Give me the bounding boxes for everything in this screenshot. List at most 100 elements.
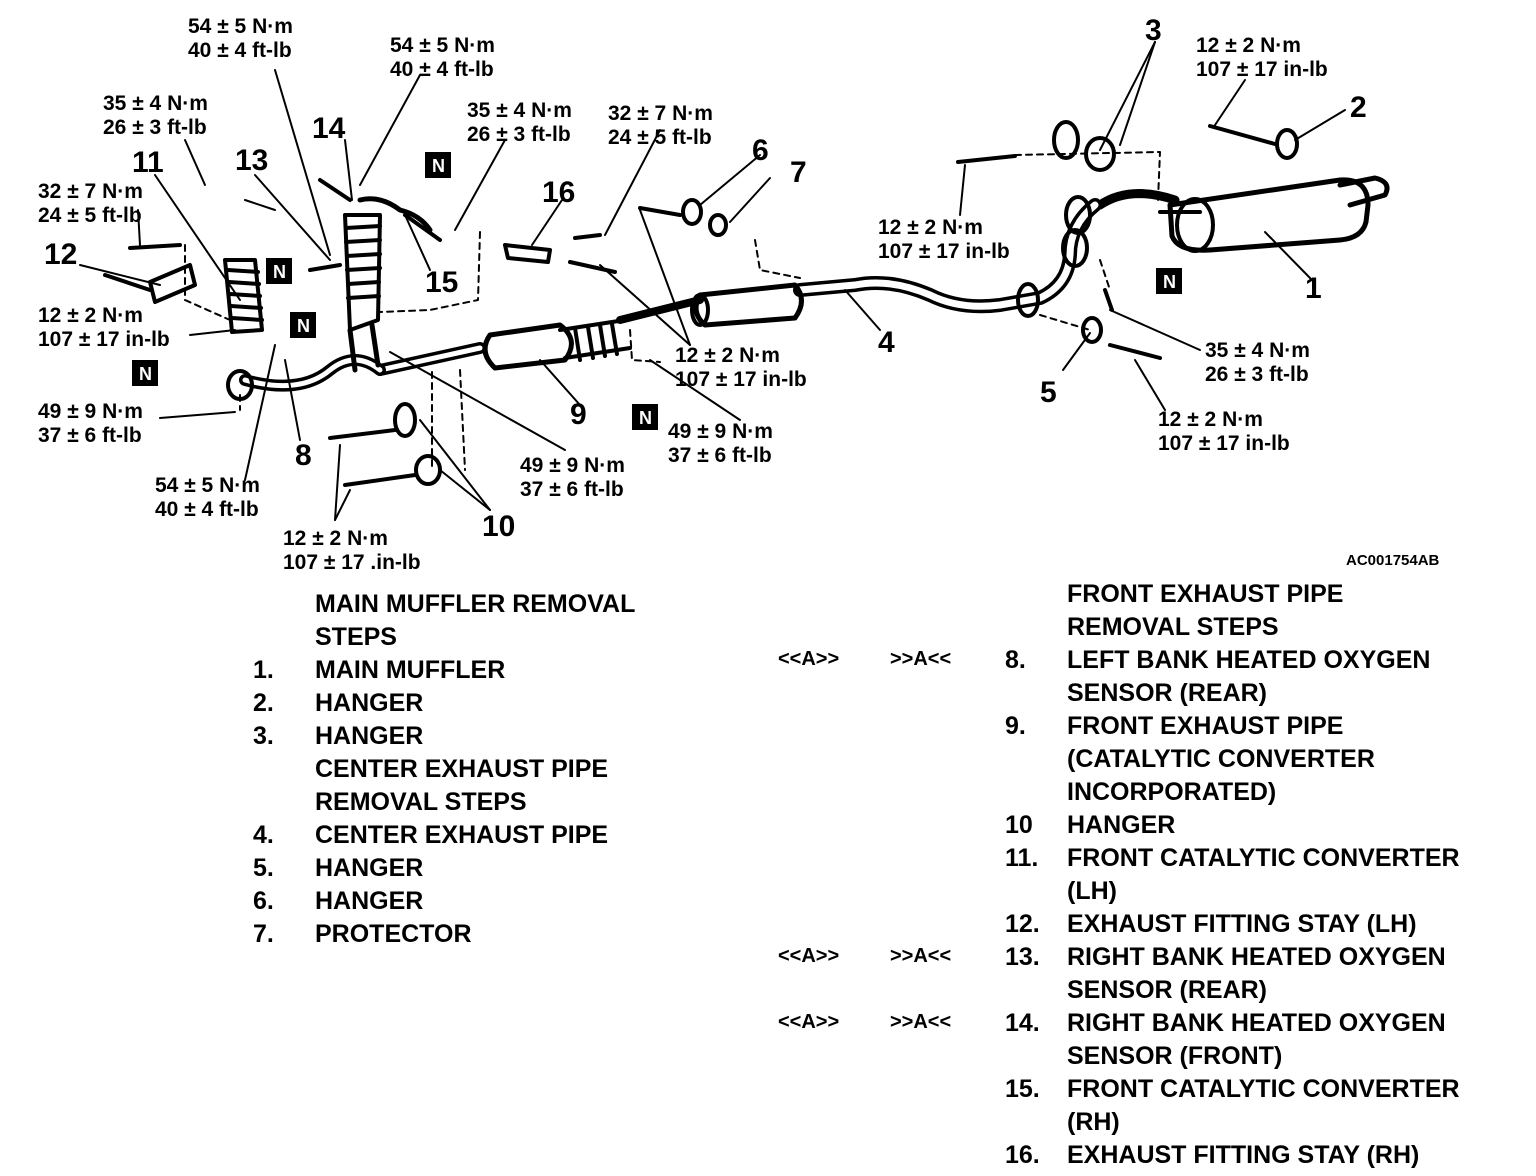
callout-9: 9 bbox=[570, 398, 587, 431]
list-item: 6. HANGER bbox=[253, 885, 713, 918]
list-item: 1.MAIN MUFFLER bbox=[253, 654, 713, 687]
resonator-drawing bbox=[616, 282, 804, 328]
item-number: 3. bbox=[253, 722, 274, 750]
callout-3: 3 bbox=[1145, 14, 1162, 47]
list-item: 15. FRONT CATALYTIC CONVERTER bbox=[1005, 1073, 1530, 1106]
mark-removal: <<A>> bbox=[778, 648, 840, 670]
list-item: SENSOR (REAR) bbox=[1005, 974, 1530, 1007]
callout-4: 4 bbox=[878, 326, 895, 359]
list-item: 16.EXHAUST FITTING STAY (RH) bbox=[1005, 1139, 1530, 1172]
callout-16: 16 bbox=[542, 176, 575, 209]
exhaust-drawing bbox=[79, 41, 1390, 521]
svg-text:N: N bbox=[639, 408, 652, 428]
item-text: HANGER bbox=[315, 887, 424, 915]
left-group-heading: STEPS bbox=[315, 623, 397, 651]
left-group-heading: REMOVAL STEPS bbox=[315, 788, 527, 816]
callout-15: 15 bbox=[425, 266, 458, 299]
list-item: 9.FRONT EXHAUST PIPE bbox=[1005, 710, 1530, 743]
list-item: SENSOR (REAR) bbox=[1005, 677, 1530, 710]
item-text: HANGER bbox=[1067, 811, 1176, 839]
n-symbols: N N N N N N bbox=[132, 152, 1182, 430]
left-group-heading: CENTER EXHAUST PIPE bbox=[315, 755, 609, 783]
item-text: RIGHT BANK HEATED OXYGEN bbox=[1067, 1009, 1446, 1037]
exhaust-system-diagram: N N N N N N 54 ± 5 N·m40 ± 4 ft-lb 54 ± 5 N·m… bbox=[38, 14, 1440, 574]
item-number: 12. bbox=[1005, 910, 1040, 938]
callout-12: 12 bbox=[44, 238, 77, 271]
item-number: 15. bbox=[1005, 1075, 1040, 1103]
item-text: MAIN MUFFLER bbox=[315, 656, 506, 684]
list-item: (RH) bbox=[1005, 1106, 1530, 1139]
hanger-drawings bbox=[148, 120, 1299, 486]
item-text: PROTECTOR bbox=[315, 920, 472, 948]
y-pipe-drawing bbox=[223, 196, 442, 401]
item-number: 14. bbox=[1005, 1009, 1040, 1037]
list-item: INCORPORATED) bbox=[1005, 776, 1530, 809]
svg-text:N: N bbox=[139, 364, 152, 384]
item-number: 7. bbox=[253, 920, 274, 948]
list-item: 8.LEFT BANK HEATED OXYGEN bbox=[1005, 644, 1530, 677]
item-number: 16. bbox=[1005, 1141, 1040, 1169]
center-pipe-drawing bbox=[793, 195, 1102, 318]
n-symbol-3: N bbox=[290, 312, 316, 338]
item-number: 4. bbox=[253, 821, 274, 849]
item-text: SENSOR (REAR) bbox=[1067, 976, 1268, 1004]
list-item: 13. RIGHT BANK HEATED OXYGEN bbox=[1005, 941, 1530, 974]
n-symbol-2: N bbox=[266, 258, 292, 284]
item-text: SENSOR (FRONT) bbox=[1067, 1042, 1283, 1070]
callout-11: 11 bbox=[132, 146, 164, 179]
item-text: EXHAUST FITTING STAY (LH) bbox=[1067, 910, 1417, 938]
mark-installation: >>A<< bbox=[890, 945, 952, 967]
callout-8: 8 bbox=[295, 439, 312, 472]
right-removal-steps: FRONT EXHAUST PIPE REMOVAL STEPS 8.LEFT BA… bbox=[1005, 578, 1530, 1172]
item-text: SENSOR (REAR) bbox=[1067, 679, 1268, 707]
callout-14: 14 bbox=[312, 112, 346, 145]
list-item: 7. PROTECTOR bbox=[253, 918, 713, 951]
n-symbol-4: N bbox=[132, 360, 158, 386]
list-item: 5.HANGER bbox=[253, 852, 713, 885]
callout-6: 6 bbox=[752, 134, 769, 167]
n-symbol-6: N bbox=[1156, 268, 1182, 294]
item-text: INCORPORATED) bbox=[1067, 778, 1277, 806]
right-group-heading: FRONT EXHAUST PIPE bbox=[1067, 580, 1344, 608]
callout-5: 5 bbox=[1040, 376, 1057, 409]
callout-2: 2 bbox=[1350, 91, 1367, 124]
leader-lines bbox=[79, 41, 1346, 521]
list-item: 3. HANGER bbox=[253, 720, 713, 753]
item-text: FRONT CATALYTIC CONVERTER bbox=[1067, 1075, 1460, 1103]
item-text: FRONT EXHAUST PIPE bbox=[1067, 712, 1344, 740]
item-number: 2. bbox=[253, 689, 274, 717]
callout-numbers: 1 2 3 4 5 6 7 8 9 10 11 12 13 14 15 16 bbox=[44, 14, 1367, 543]
mark-installation: >>A<< bbox=[890, 1011, 952, 1033]
item-number: 13. bbox=[1005, 943, 1040, 971]
n-symbol-1: N bbox=[425, 152, 451, 178]
svg-text:N: N bbox=[297, 316, 310, 336]
item-number: 6. bbox=[253, 887, 274, 915]
callout-7: 7 bbox=[790, 156, 807, 189]
svg-text:N: N bbox=[1163, 272, 1176, 292]
list-item: 14. RIGHT BANK HEATED OXYGEN bbox=[1005, 1007, 1530, 1040]
right-group-heading: REMOVAL STEPS bbox=[1067, 613, 1279, 641]
front-pipe-drawing bbox=[374, 318, 632, 376]
item-text: RIGHT BANK HEATED OXYGEN bbox=[1067, 943, 1446, 971]
dashed-lines bbox=[184, 151, 1161, 471]
n-symbol-5: N bbox=[632, 404, 658, 430]
item-text: HANGER bbox=[315, 722, 424, 750]
main-muffler-drawing bbox=[1095, 175, 1390, 253]
list-item: 12. EXHAUST FITTING STAY (LH) bbox=[1005, 908, 1530, 941]
item-number: 11. bbox=[1005, 844, 1039, 872]
